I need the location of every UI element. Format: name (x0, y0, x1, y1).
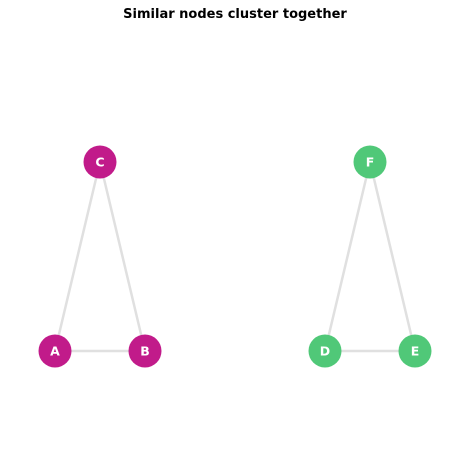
graph-title: Similar nodes cluster together (123, 7, 347, 22)
node-c-circle (83, 145, 117, 179)
node-b: B (128, 334, 162, 368)
node-f-circle (353, 145, 387, 179)
node-e: E (398, 334, 432, 368)
node-layer: A B C D E F (38, 145, 432, 368)
node-e-circle (398, 334, 432, 368)
node-a: A (38, 334, 72, 368)
node-b-label: B (140, 344, 150, 359)
node-d-label: D (320, 344, 330, 359)
edge-layer (53, 161, 417, 353)
node-d-circle (308, 334, 342, 368)
node-a-circle (38, 334, 72, 368)
edge-b-c (98, 161, 147, 352)
node-c: C (83, 145, 117, 179)
edge-a-c (53, 161, 102, 352)
node-d: D (308, 334, 342, 368)
edge-e-f (368, 161, 417, 352)
node-a-label: A (50, 344, 60, 359)
node-b-circle (128, 334, 162, 368)
edge-d-f (323, 161, 372, 352)
node-f: F (353, 145, 387, 179)
node-e-label: E (411, 344, 420, 359)
node-c-label: C (95, 155, 104, 170)
node-f-label: F (366, 155, 375, 170)
